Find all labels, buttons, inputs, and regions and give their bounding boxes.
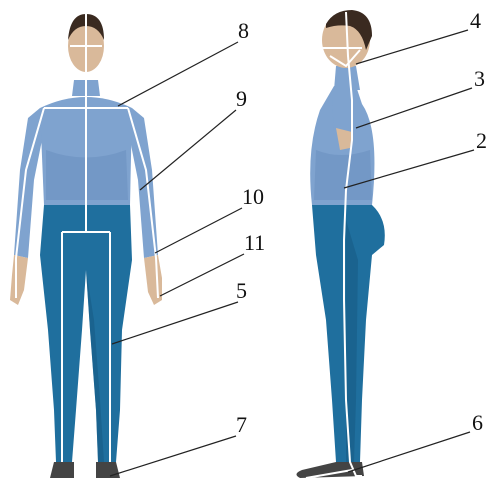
leader-9 [140, 110, 236, 190]
leader-3 [356, 88, 472, 128]
front-right-hand [144, 255, 162, 305]
callout-3: 3 [474, 66, 485, 91]
callout-6: 6 [472, 410, 483, 435]
front-left-shoe [50, 462, 74, 478]
leader-6 [348, 432, 470, 472]
callout-8: 8 [238, 18, 249, 43]
leader-4 [356, 30, 468, 64]
leader-lines [110, 30, 474, 476]
callout-7: 7 [236, 412, 247, 437]
front-pants [40, 205, 132, 462]
leader-10 [155, 208, 242, 253]
callout-5: 5 [236, 278, 247, 303]
front-figure [10, 14, 162, 478]
leader-11 [160, 254, 244, 296]
leader-8 [118, 42, 238, 106]
side-neck [334, 66, 360, 90]
callout-9: 9 [236, 86, 247, 111]
callout-4: 4 [470, 8, 481, 33]
callout-10: 10 [242, 184, 264, 209]
callout-2: 2 [476, 128, 487, 153]
front-left-hand [10, 255, 28, 305]
leader-7 [110, 436, 236, 476]
callout-11: 11 [244, 230, 265, 255]
leader-5 [112, 302, 238, 344]
side-figure [296, 10, 384, 478]
front-right-shoe [96, 462, 120, 478]
